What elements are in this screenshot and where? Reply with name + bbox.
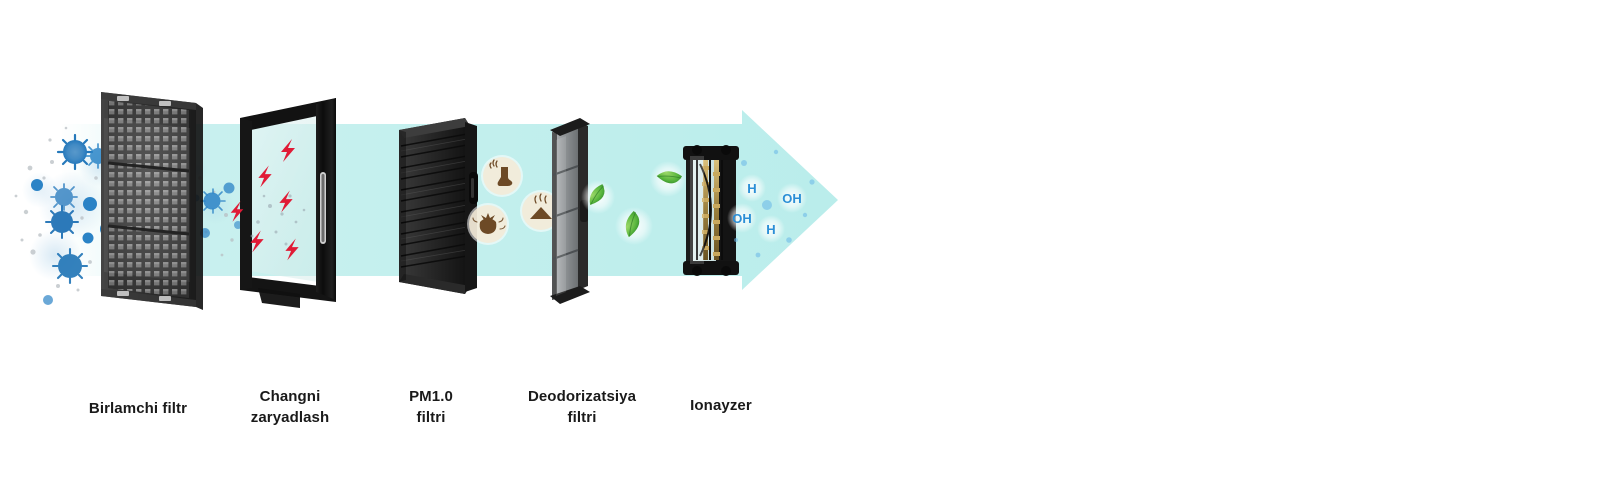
charging-handle-inner [321, 174, 325, 242]
pm1-filter-top-cap [399, 118, 470, 138]
stage-label-pre-filter: Birlamchi filtr [88, 400, 188, 417]
ionizer-brass-pins [702, 160, 720, 260]
pm1-filter-latch-groove [471, 178, 474, 198]
ionizer-left-shell [686, 152, 693, 268]
ion-oh-1: OH [777, 183, 807, 213]
ion-label: H [747, 181, 756, 196]
pm1-filter-bottom-cap [399, 274, 470, 294]
lightning-bolt-icon [279, 190, 293, 213]
lightning-bolt-icon [250, 230, 264, 253]
pm1-filter-side-rail [465, 122, 477, 292]
charging-plate [243, 113, 318, 282]
ion-h-1: H [738, 174, 766, 202]
pre-filter-mesh-shade [108, 101, 189, 298]
ionizer-bottom-post [692, 266, 702, 276]
lightning-bolt-icon [230, 201, 244, 222]
stage-pm1-filter [399, 118, 478, 294]
pm1-filter-pleats [400, 133, 468, 268]
lightning-bolt-icon [285, 238, 299, 261]
stage-ionizer [683, 145, 739, 276]
lightning-bolt-icon [281, 139, 295, 162]
sock-odor-icon [481, 155, 523, 197]
deodorizer-segments [552, 165, 579, 260]
deodorizer-top-cap [550, 118, 590, 136]
ion-label: OH [782, 191, 802, 206]
lightning-bolt-group [230, 139, 299, 261]
charging-dust-specks [250, 194, 306, 246]
trash-bag-odor-icon [467, 203, 509, 245]
virus-particle [56, 133, 94, 171]
ionizer-wire [699, 163, 712, 257]
leaf-icon-group [581, 161, 686, 245]
charging-bottom-tab [258, 288, 300, 308]
virus-particle [50, 183, 78, 211]
deodorizer-bottom-cap [550, 286, 590, 304]
stage-deodorization-filter [550, 118, 590, 304]
green-leaf-icon [581, 180, 615, 214]
stage-label-deodorization-filter: Deodorizatsiya filtri [527, 388, 637, 427]
stage-label-ionizer: Ionayzer [690, 397, 752, 414]
deodorizer-panel [552, 122, 578, 300]
charging-frame-bottom [240, 276, 336, 302]
pm1-filter-pleat-highlights [400, 138, 468, 262]
ion-label: OH [732, 211, 752, 226]
ionizer-bottom-post [721, 266, 731, 276]
stage-dust-charging [230, 98, 336, 308]
ion-h-2: H [757, 215, 785, 243]
pre-filter-edge [196, 103, 203, 310]
ion-oh-2: OH [727, 203, 757, 233]
stage-label-dust-charging: Changni zaryadlash [250, 388, 330, 427]
virus-particle [51, 247, 89, 285]
ionizer-top-post [721, 145, 731, 155]
charging-frame-top [240, 98, 336, 130]
stage-label-pm1-filter: PM1.0 filtri [409, 388, 453, 427]
ion-marker-group: H OH OH H [727, 149, 815, 258]
pre-filter-ribs [107, 161, 190, 236]
lightning-bolt-icon [258, 165, 272, 188]
pre-filter-tabs [117, 96, 171, 301]
charging-frame-left [240, 118, 252, 290]
virus-particle [45, 205, 79, 239]
stage-pre-filter [101, 92, 203, 310]
odor-icon-group [467, 155, 562, 245]
ion-label: H [766, 222, 775, 237]
green-leaf-icon [615, 207, 653, 245]
waste-odor-icon [520, 190, 562, 232]
green-leaf-icon [650, 161, 686, 197]
ion-dot-group [734, 149, 815, 258]
ionizer-top-post [692, 145, 702, 155]
